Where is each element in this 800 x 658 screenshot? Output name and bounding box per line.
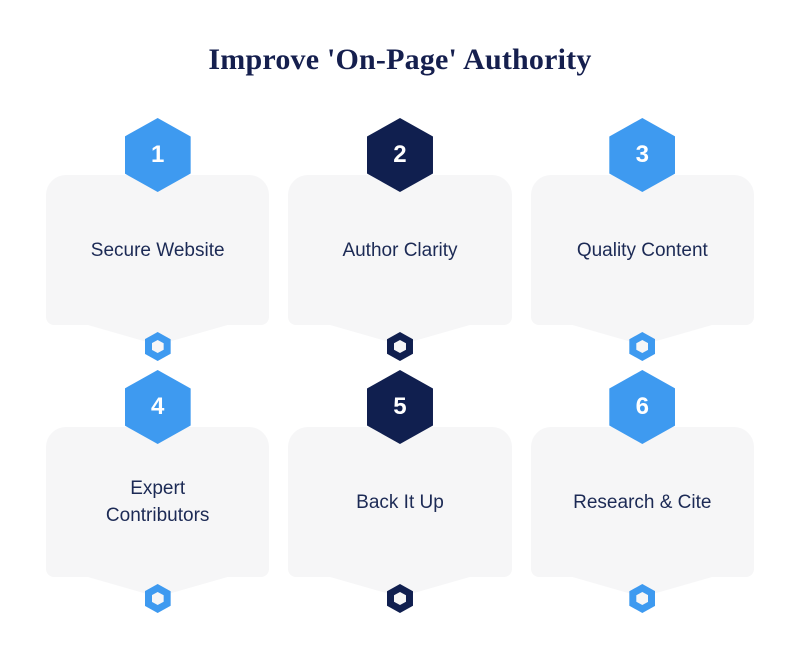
hexagon-ring-inner-6 [636,592,649,605]
hexagon-ring-inner-2 [393,340,406,353]
step-number-2: 2 [393,141,407,168]
step-label-4: Expert Contributors [105,478,210,526]
step-card-2[interactable]: 2 Author Clarity [282,118,517,370]
step-number-5: 5 [393,393,407,420]
hexagon-ring-inner-5 [393,592,406,605]
step-number-badge-6: 6 [609,370,676,444]
step-card-6[interactable]: 6 Research & Cite [525,370,760,622]
step-card-5[interactable]: 5 Back It Up [282,370,517,622]
page-title: Improve 'On-Page' Authority [208,43,592,76]
hexagon-ring-inner-1 [151,340,164,353]
step-number-4: 4 [150,393,165,420]
step-card-1[interactable]: 1 Secure Website [40,118,275,370]
card-body-4 [46,427,270,577]
step-label-1: Secure Website [90,239,225,261]
card-body-6 [530,427,754,577]
hexagon-ring-inner-3 [636,340,649,353]
step-number-1: 1 [150,141,165,168]
step-label-6: Research & Cite [573,491,712,513]
card-body-2 [288,175,512,325]
step-number-6: 6 [635,393,649,420]
step-label-5: Back It Up [356,491,444,513]
step-label-3: Quality Content [576,239,708,261]
card-body-1 [46,175,270,325]
card-body-5 [288,427,512,577]
step-number-badge-4: 4 [124,370,191,444]
step-number-3: 3 [635,141,649,168]
step-label-2: Author Clarity [342,239,458,261]
step-card-3[interactable]: 3 Quality Content [525,118,760,370]
hexagon-ring-icon-2 [386,332,413,361]
step-card-4[interactable]: 4 Expert Contributors [40,370,275,622]
card-body-3 [530,175,754,325]
step-number-badge-5: 5 [366,370,433,444]
hexagon-ring-inner-4 [151,592,164,605]
hexagon-ring-icon-1 [144,332,171,361]
steps-grid: 1 Secure Website 2 Author Clarity 3 [40,118,760,622]
